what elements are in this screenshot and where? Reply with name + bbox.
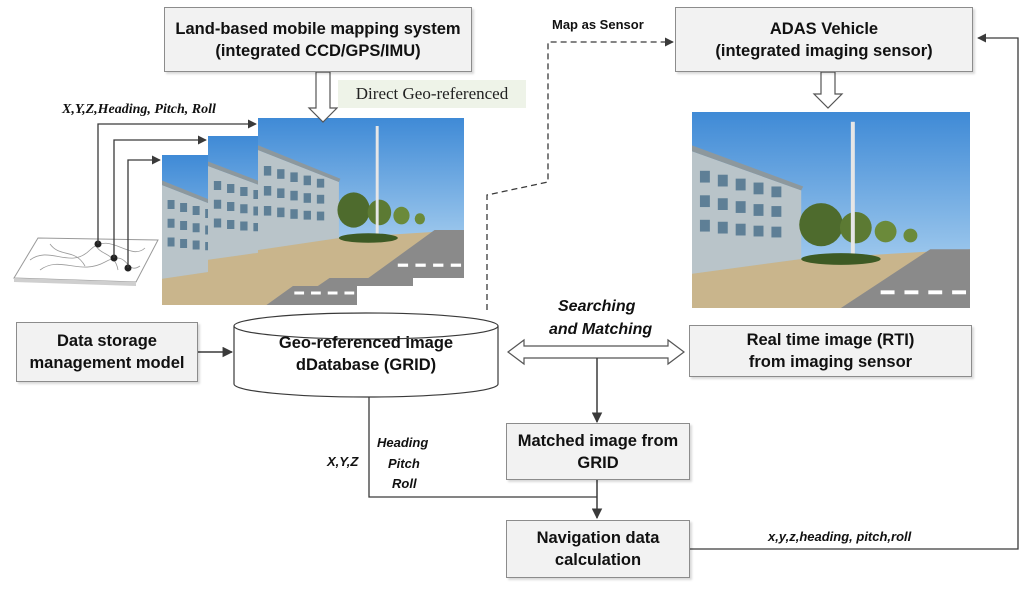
rti-line1: Real time image (RTI)	[746, 331, 915, 349]
matched-line2: GRID	[577, 453, 619, 472]
output-pose-label: x,y,z,heading, pitch,roll	[768, 529, 912, 544]
hollow-arrow-mms	[307, 71, 339, 123]
heading-label: Heading	[377, 435, 429, 450]
mms-line1: Land-based mobile mapping system	[175, 19, 461, 38]
real-time-image-box: Real time image (RTI) from imaging senso…	[689, 325, 972, 377]
street-photo-icon	[258, 118, 464, 278]
arrow-feedback-to-adas	[690, 33, 1019, 550]
db-line1: Geo-referenced image	[278, 334, 454, 352]
navigation-calculation-box: Navigation data calculation	[506, 520, 690, 578]
storage-line2: management model	[29, 354, 185, 372]
database-label: Geo-referenced image dDatabase (GRID)	[234, 332, 498, 376]
database-cylinder	[233, 312, 499, 398]
storage-line1: Data storage	[57, 332, 157, 350]
adas-vehicle-box: ADAS Vehicle (integrated imaging sensor)	[675, 7, 973, 72]
street-photo-stack	[162, 118, 464, 305]
and-matching-label: and Matching	[549, 321, 653, 338]
data-storage-box: Data storage management model	[16, 322, 198, 382]
matched-image-box: Matched image from GRID	[506, 423, 690, 480]
adas-line1: ADAS Vehicle	[769, 19, 879, 38]
nav-line1: Navigation data	[536, 529, 660, 547]
map-sheet-icon	[13, 237, 159, 286]
xyz-label: X,Y,Z	[327, 454, 359, 469]
hollow-arrow-adas	[812, 71, 844, 109]
adas-line2: (integrated imaging sensor)	[715, 41, 933, 60]
rti-line2: from imaging sensor	[748, 353, 913, 371]
map-to-image-lines	[97, 119, 257, 268]
searching-label: Searching	[558, 298, 636, 315]
direct-georef-label: Direct Geo-referenced	[338, 80, 526, 108]
pitch-label: Pitch	[388, 456, 420, 471]
roll-label: Roll	[392, 476, 417, 491]
double-arrow-search-match	[507, 338, 685, 366]
nav-line2: calculation	[554, 551, 642, 569]
db-line2: dDatabase (GRID)	[295, 356, 437, 374]
matched-line1: Matched image from	[517, 431, 679, 450]
street-photo-icon	[692, 112, 970, 308]
pose-label: X,Y,Z,Heading, Pitch, Roll	[62, 102, 216, 117]
map-as-sensor-label: Map as Sensor	[552, 17, 644, 32]
mobile-mapping-system-box: Land-based mobile mapping system (integr…	[164, 7, 472, 72]
mms-line2: (integrated CCD/GPS/IMU)	[215, 41, 421, 60]
line-db-to-nav	[368, 397, 597, 498]
